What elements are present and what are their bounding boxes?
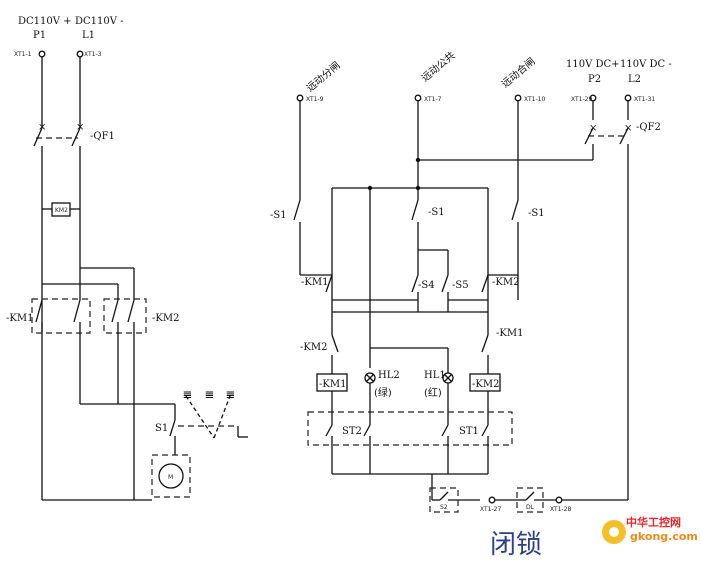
p2-voltage-label: 110V DC+ [566, 59, 620, 70]
watermark-logo: 中华工控网 gkong.com [602, 515, 698, 544]
l1-label: L1 [82, 30, 95, 41]
terminal-xt1-1 [38, 50, 46, 58]
st1-label: ST1 [459, 426, 479, 437]
handwritten-mark-2: 𝌆 [205, 390, 214, 401]
hl1-color-label: (红) [424, 386, 442, 399]
terminal-xt1-7 [414, 94, 422, 102]
xt1-31-label: XT1-31 [634, 96, 655, 103]
xt1-3-label: XT1-3 [84, 51, 102, 58]
s5-label: -S5 [452, 280, 469, 291]
s1-label: S1 [155, 423, 168, 434]
terminal-xt1-27 [488, 496, 496, 504]
s1-left-label: -S1 [270, 210, 287, 221]
watermark-text: 中华工控网 [626, 515, 681, 529]
motor-symbol [158, 463, 184, 489]
xt1-7-label: XT1-7 [424, 96, 442, 103]
handwritten-mark-1: 𝌆 [183, 390, 192, 401]
dl-label: DL [526, 504, 535, 511]
qf1-label: -QF1 [90, 131, 115, 142]
remote-close-label: 远动合闸 [499, 55, 538, 91]
left-power-circuit: DC110V + P1 DC110V - L1 XT1-1 XT1-3 × × … [6, 16, 248, 501]
l1-voltage-label: DC110V - [75, 16, 124, 27]
km2-contact-label: -KM2 [492, 277, 519, 288]
xt1-27-label: XT1-27 [480, 506, 501, 513]
terminal-xt1-10 [514, 94, 522, 102]
xt1-9-label: XT1-9 [306, 96, 324, 103]
xt1-29-label: XT1-29 [571, 96, 592, 103]
motor-label: M [168, 474, 173, 481]
km1-label: -KM1 [6, 313, 33, 324]
qf1-x-mark-2: × [76, 122, 84, 133]
watermark-url: gkong.com [630, 530, 698, 543]
s1-right-label: -S1 [528, 208, 545, 219]
qf1-x-mark: × [38, 122, 46, 133]
st2-label: ST2 [342, 426, 362, 437]
km1-lower-label: -KM1 [496, 328, 523, 339]
km2-contactor-box [103, 298, 147, 334]
km2-lower-label: -KM2 [300, 342, 327, 353]
km1-contact-label: -KM1 [301, 277, 328, 288]
p1-label: P1 [33, 30, 46, 41]
dl-box [516, 487, 544, 513]
km2-aux-label: KM2 [55, 207, 68, 214]
qf2-label: -QF2 [636, 122, 661, 133]
handwritten-lock-note: 闭锁 [490, 530, 542, 560]
l2-label: L2 [628, 74, 641, 85]
terminal-xt1-28 [555, 496, 563, 504]
xt1-1-label: XT1-1 [14, 51, 32, 58]
km2-coil-label: -KM2 [472, 379, 499, 390]
terminal-xt1-9 [296, 94, 304, 102]
remote-common-label: 远动公共 [419, 49, 457, 84]
remote-open-label: 远动分闸 [304, 59, 343, 95]
terminal-xt1-29 [589, 94, 597, 102]
hl2-color-label: (绿) [374, 386, 392, 399]
xt1-28-label: XT1-28 [550, 506, 571, 513]
km2-coil [469, 373, 501, 392]
l2-voltage-label: 110V DC - [620, 59, 672, 70]
s1-mid-label: -S1 [428, 207, 445, 218]
hl1-label: HL1 [424, 370, 446, 381]
p2-label: P2 [588, 74, 601, 85]
handwritten-mark-3: 𝌆 [226, 390, 235, 401]
p1-voltage-label: DC110V + [18, 16, 72, 27]
km2-label: -KM2 [152, 313, 179, 324]
km1-coil-label: -KM1 [319, 379, 346, 390]
km1-contactor-box [31, 298, 91, 334]
terminal-xt1-3 [76, 50, 84, 58]
limit-switch-box [307, 411, 513, 446]
terminal-xt1-31 [624, 94, 632, 102]
s4-label: -S4 [418, 280, 435, 291]
right-control-circuit: 远动分闸 远动公共 远动合闸 110V DC+ P2 110V DC - L2 … [270, 49, 672, 513]
s2-label: S2 [440, 504, 448, 511]
xt1-10-label: XT1-10 [524, 96, 545, 103]
hl2-label: HL2 [378, 370, 400, 381]
